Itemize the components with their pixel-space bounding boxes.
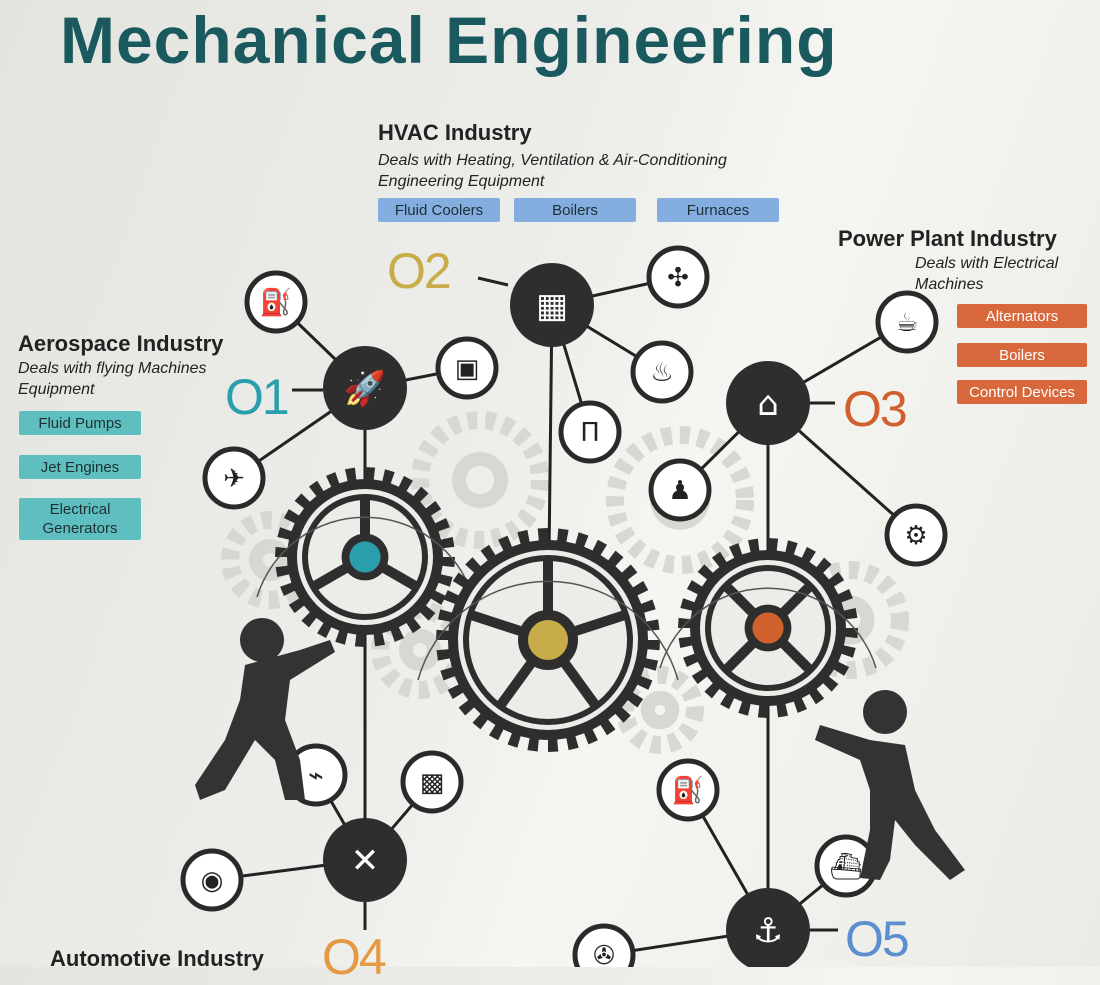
power-description-1: Deals with Electrical: [915, 255, 1059, 272]
hvac-heading: HVAC Industry: [378, 120, 532, 145]
tag-electrical-generators: Electrical Generators: [19, 498, 141, 540]
anchor-icon: ⚓: [726, 888, 810, 967]
svg-text:✣: ✣: [667, 263, 689, 293]
gear-power: [659, 538, 877, 718]
section-number-01: O1: [225, 369, 290, 425]
svg-text:⛽: ⛽: [260, 287, 292, 318]
svg-text:🚀: 🚀: [344, 369, 386, 409]
generator-icon: ▣: [435, 336, 499, 400]
svg-text:⌂: ⌂: [757, 384, 779, 424]
person-left-icon: [195, 618, 335, 800]
svg-text:⛴: ⛴: [829, 852, 862, 882]
section-number-04: O4: [322, 929, 387, 985]
airplane-icon: ✈: [202, 446, 266, 510]
svg-text:⛽: ⛽: [672, 775, 704, 806]
gear-power-hub: [752, 612, 784, 644]
svg-text:♟: ♟: [668, 476, 691, 506]
main-gears: [256, 467, 877, 752]
svg-text:♨: ♨: [650, 358, 673, 388]
power-heading: Power Plant Industry: [838, 226, 1057, 251]
person-right-icon: [815, 690, 965, 880]
stove-icon: Π: [558, 400, 622, 464]
tag-boilers-power: Boilers: [957, 343, 1087, 367]
section-number-05: O5: [845, 911, 910, 967]
svg-text:⚙: ⚙: [904, 521, 927, 551]
kettle-icon: ☕: [875, 290, 939, 354]
svg-text:◉: ◉: [201, 866, 224, 896]
page-title: Mechanical Engineering: [60, 3, 838, 77]
fuel-nozzle-icon: ⛽: [244, 270, 308, 334]
fuel-pump-icon: ⛽: [656, 758, 720, 822]
svg-text:▩: ▩: [420, 768, 445, 798]
hvac-description-2: Engineering Equipment: [378, 173, 545, 190]
gear-aerospace: [256, 467, 474, 647]
svg-text:Π: Π: [580, 418, 600, 448]
tools-icon: ✕: [323, 818, 407, 902]
gear-hvac: [417, 528, 679, 752]
aerospace-description: Deals with flying Machines Equipment: [18, 360, 207, 398]
joystick-icon: ♟: [648, 458, 712, 522]
tag-alternators: Alternators: [957, 304, 1087, 328]
svg-text:⚓: ⚓: [753, 911, 783, 951]
fan-icon: ✣: [646, 245, 710, 309]
power-description-2: Machines: [915, 276, 984, 293]
engine-block-icon: ▩: [400, 750, 464, 814]
svg-text:✇: ✇: [593, 941, 615, 967]
automotive-heading: Automotive Industry: [50, 946, 264, 971]
svg-text:✕: ✕: [351, 841, 380, 881]
svg-text:▣: ▣: [455, 354, 480, 384]
rocket-icon: 🚀: [323, 346, 407, 430]
svg-text:☕: ☕: [895, 308, 918, 338]
tag-jet-engines: Jet Engines: [19, 455, 141, 479]
fire-icon: ♨: [630, 340, 694, 404]
building-icon: ▦: [510, 263, 594, 347]
boat-icon: ⛴: [814, 834, 878, 898]
wind-turbine-icon: ✇: [572, 923, 636, 967]
section-number-02: O2: [387, 243, 452, 299]
tire-icon: ◉: [180, 848, 244, 912]
tag-fluid-pumps: Fluid Pumps: [19, 411, 141, 435]
svg-text:▦: ▦: [536, 286, 568, 326]
tag-furnaces: Furnaces: [657, 198, 779, 222]
svg-text:✈: ✈: [223, 464, 245, 494]
svg-text:⌁: ⌁: [308, 761, 324, 791]
tag-fluid-coolers: Fluid Coolers: [378, 198, 500, 222]
gear-hvac-hub: [528, 620, 568, 660]
gear-aerospace-hub: [349, 541, 381, 573]
aerospace-heading: Aerospace Industry: [18, 331, 224, 356]
tag-control-devices: Control Devices: [957, 380, 1087, 404]
factory-icon: ⌂: [726, 361, 810, 445]
hvac-description-1: Deals with Heating, Ventilation & Air-Co…: [378, 152, 727, 169]
section-number-03: O3: [843, 381, 908, 437]
tag-boilers-hvac: Boilers: [514, 198, 636, 222]
engine-icon: ⚙: [884, 503, 948, 567]
